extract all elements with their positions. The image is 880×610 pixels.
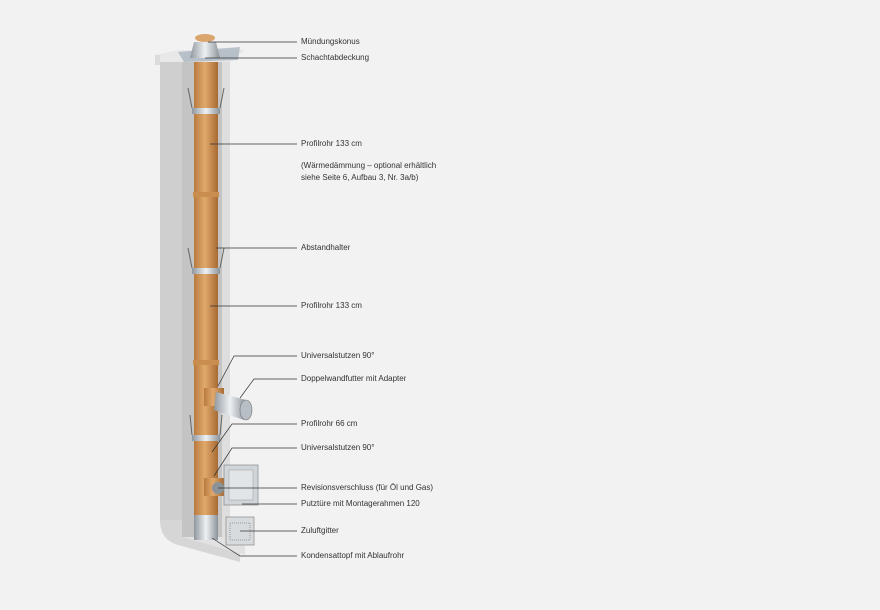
label-insulation-note-2: siehe Seite 6, Aufbau 3, Nr. 3a/b) xyxy=(301,173,419,182)
leader-lines xyxy=(205,41,297,557)
label-profilrohr-66: Profilrohr 66 cm xyxy=(301,419,358,428)
label-schachtabdeckung: Schachtabdeckung xyxy=(301,53,370,62)
label-kondensattopf: Kondensattopf mit Ablaufrohr xyxy=(301,551,405,560)
label-universalstutzen-upper: Universalstutzen 90° xyxy=(301,351,375,360)
cleanout-door xyxy=(223,464,259,506)
label-profilrohr-133-upper: Profilrohr 133 cm xyxy=(301,139,362,148)
chimney-cone xyxy=(190,42,220,58)
double-wall-sleeve xyxy=(214,392,253,421)
spacer-brackets xyxy=(187,87,225,436)
flue-pipe xyxy=(194,62,218,532)
label-insulation-note-1: (Wärmedämmung – optional erhältlich xyxy=(301,161,437,170)
label-profilrohr-133-lower: Profilrohr 133 cm xyxy=(301,301,362,310)
label-zuluftgitter: Zuluftgitter xyxy=(301,526,339,535)
label-abstandhalter: Abstandhalter xyxy=(301,243,351,252)
label-universalstutzen-lower: Universalstutzen 90° xyxy=(301,443,375,452)
label-doppelwandfutter: Doppelwandfutter mit Adapter xyxy=(301,374,407,383)
label-putztuere: Putztüre mit Montagerahmen 120 xyxy=(301,499,420,508)
label-revisionsverschluss: Revisionsverschluss (für Öl und Gas) xyxy=(301,483,434,492)
pipe-joints xyxy=(192,108,220,540)
label-muendungskonus: Mündungskonus xyxy=(301,37,360,46)
